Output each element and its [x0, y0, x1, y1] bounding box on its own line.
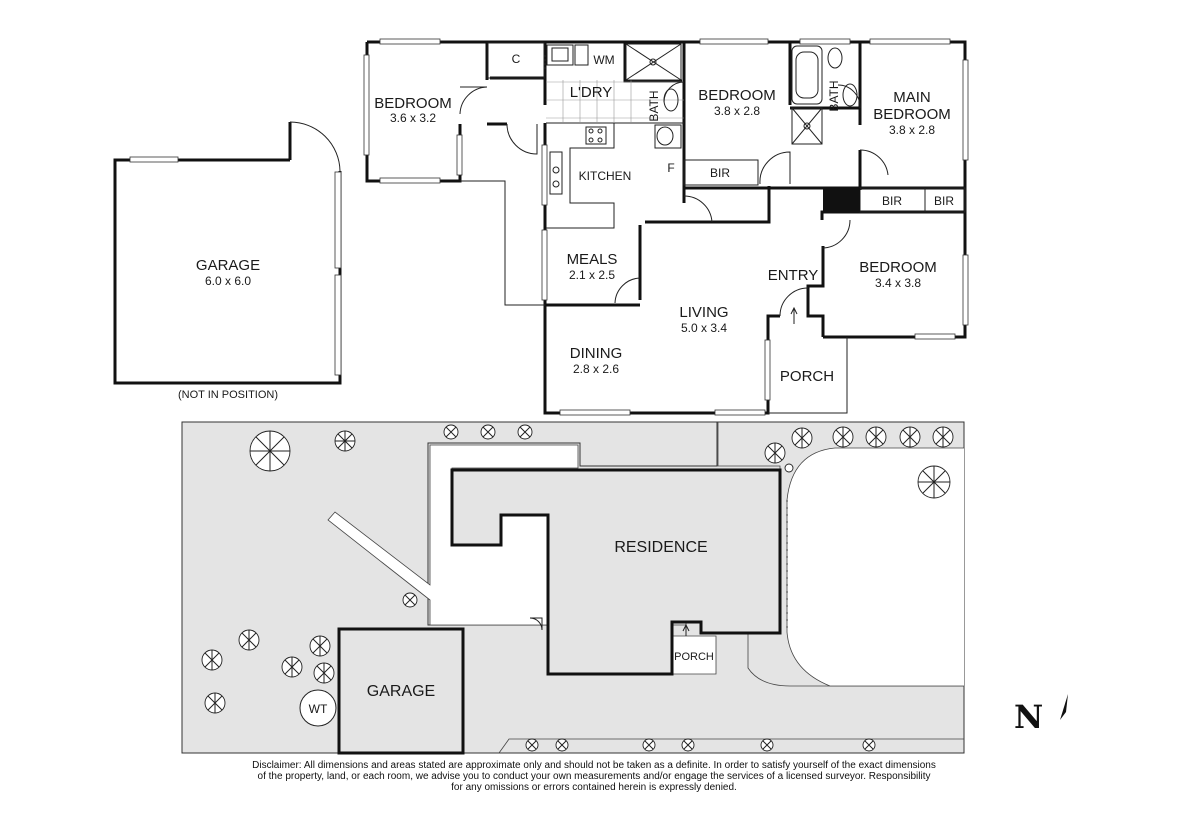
- north-arrow-icon: [1060, 694, 1068, 720]
- tree-icon: [525, 738, 539, 752]
- laundry-label: L'DRY: [570, 84, 613, 101]
- floor-plan: BEDROOM 3.6 x 3.2 BEDROOM 3.8 x 2.8 MAIN…: [113, 38, 969, 416]
- meals-label: MEALS: [567, 251, 618, 268]
- tree-icon: [204, 692, 226, 714]
- tree-icon: [517, 424, 533, 440]
- garage-floor: [113, 121, 342, 385]
- north-arrow: N: [1014, 694, 1068, 736]
- tree-icon: [862, 738, 876, 752]
- tree-icons: [201, 424, 954, 752]
- tree-icon: [281, 656, 303, 678]
- tree-icon: [764, 442, 786, 464]
- tree-icon: [334, 430, 356, 452]
- tree-icon: [832, 426, 854, 448]
- kitchen-label: KITCHEN: [579, 169, 632, 183]
- door-swings: [459, 55, 889, 317]
- dining-label: DINING: [570, 345, 623, 362]
- chimney-block: [823, 188, 860, 212]
- garage-floor-dims: 6.0 x 6.0: [205, 274, 251, 288]
- tree-icon: [681, 738, 695, 752]
- disclaimer-line-3: for any omissions or errors contained he…: [451, 782, 737, 793]
- water-tank-icon: [299, 689, 337, 727]
- washing-machine-label: WM: [593, 53, 614, 67]
- fridge-label: F: [667, 161, 674, 175]
- house-outer-wall: [365, 40, 967, 415]
- bedroom-se-dims: 3.4 x 3.8: [875, 276, 921, 290]
- windows: [363, 38, 969, 416]
- bedroom-2-dims: 3.8 x 2.8: [714, 104, 760, 118]
- garage-footprint: [337, 627, 465, 755]
- bedroom-2-label: BEDROOM: [698, 87, 776, 104]
- tree-icon: [784, 463, 794, 473]
- bath-1-label: BATH: [647, 90, 661, 121]
- main-bedroom-dims: 3.8 x 2.8: [889, 123, 935, 137]
- tree-icon: [555, 738, 569, 752]
- bir-2-label: BIR: [882, 194, 902, 208]
- garage-not-in-position: (NOT IN POSITION): [178, 389, 278, 401]
- site-garage-label: GARAGE: [367, 683, 435, 700]
- bedroom-nw-dims: 3.6 x 3.2: [390, 111, 436, 125]
- garage-floor-label: GARAGE: [196, 257, 260, 274]
- tree-icon: [249, 430, 291, 472]
- tree-icon: [309, 635, 331, 657]
- disclaimer-line-2: of the property, land, or each room, we …: [258, 771, 931, 782]
- tree-icon: [443, 424, 459, 440]
- tree-icon: [917, 465, 951, 499]
- main-bedroom-label-2: BEDROOM: [873, 106, 951, 123]
- bath-2-label: BATH: [827, 80, 841, 111]
- tree-icon: [791, 427, 813, 449]
- bedroom-se-label: BEDROOM: [859, 259, 937, 276]
- disclaimer: Disclaimer: All dimensions and areas sta…: [252, 760, 936, 793]
- tree-icon: [932, 426, 954, 448]
- tree-icon: [865, 426, 887, 448]
- bir-3-label: BIR: [934, 194, 954, 208]
- tree-icon: [313, 662, 335, 684]
- north-letter: N: [1014, 698, 1043, 736]
- tree-icon: [760, 738, 774, 752]
- tree-icon: [899, 426, 921, 448]
- bir-1-label: BIR: [710, 166, 730, 180]
- room-labels: BEDROOM 3.6 x 3.2 BEDROOM 3.8 x 2.8 MAIN…: [178, 52, 954, 401]
- tree-icon: [201, 649, 223, 671]
- disclaimer-line-1: Disclaimer: All dimensions and areas sta…: [252, 760, 936, 771]
- entry-label: ENTRY: [768, 267, 819, 284]
- water-tank-label: WT: [309, 702, 328, 716]
- laundry-tiles: [546, 80, 684, 122]
- tree-icon: [238, 629, 260, 651]
- living-dims: 5.0 x 3.4: [681, 321, 727, 335]
- tree-icon: [480, 424, 496, 440]
- site-plan: RESIDENCE PORCH GARAGE WT: [181, 421, 965, 755]
- meals-dims: 2.1 x 2.5: [569, 268, 615, 282]
- cupboard-label: C: [512, 52, 521, 66]
- residence-label: RESIDENCE: [614, 539, 707, 556]
- tree-icon: [642, 738, 656, 752]
- residence-footprint: [450, 468, 782, 676]
- dining-dims: 2.8 x 2.6: [573, 362, 619, 376]
- main-bedroom-label-1: MAIN: [893, 89, 931, 106]
- living-label: LIVING: [679, 304, 728, 321]
- bedroom-nw-label: BEDROOM: [374, 95, 452, 112]
- porch-label: PORCH: [780, 368, 834, 385]
- tree-icon: [402, 592, 418, 608]
- site-porch-label: PORCH: [674, 651, 714, 663]
